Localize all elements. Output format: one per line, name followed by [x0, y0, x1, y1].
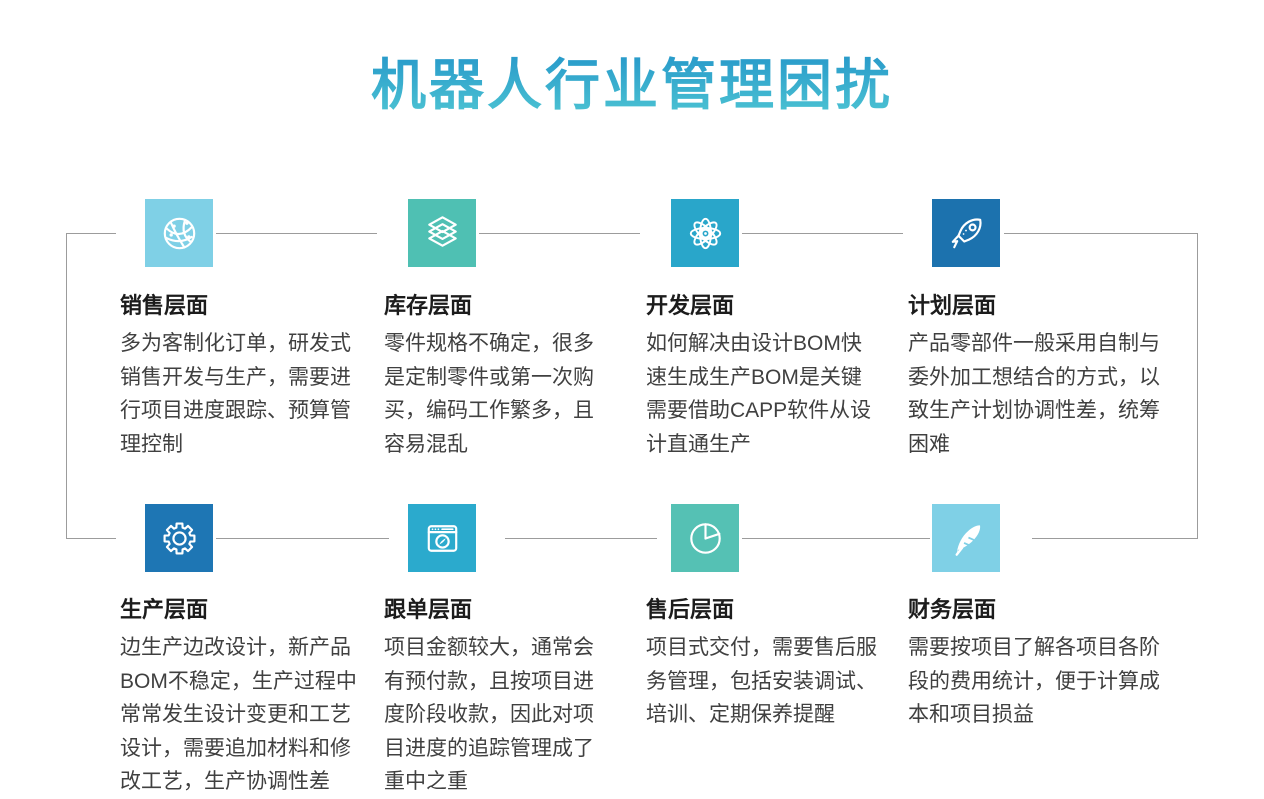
item-finance: 财务层面 需要按项目了解各项目各阶段的费用统计，便于计算成本和项目损益 — [908, 592, 1170, 732]
item-title: 开发层面 — [646, 293, 735, 318]
connector-line — [742, 233, 903, 234]
item-body: 如何解决由设计BOM快速生成生产BOM是关键需要借助CAPP软件从设计直通生产 — [646, 332, 872, 456]
connector-line — [1197, 233, 1198, 539]
connector-line — [216, 538, 389, 539]
connector-line — [1032, 538, 1197, 539]
item-after-sales: 售后层面 项目式交付，需要售后服务管理，包括安装调试、培训、定期保养提醒 — [646, 592, 882, 732]
inventory-icon-tile — [408, 199, 476, 267]
connector-line — [742, 538, 930, 539]
gear-icon — [163, 522, 195, 554]
item-planning: 计划层面 产品零部件一般采用自制与委外加工想结合的方式，以致生产计划协调性差，统… — [908, 288, 1170, 461]
after-sales-icon-tile — [671, 504, 739, 572]
item-title: 跟单层面 — [384, 597, 473, 622]
rocket-icon — [951, 217, 982, 248]
browser-compass-icon — [427, 524, 457, 552]
item-title: 售后层面 — [646, 597, 735, 622]
item-order-tracking: 跟单层面 项目金额较大，通常会有预付款，且按项目进度阶段收款，因此对项目进度的追… — [384, 592, 612, 799]
connector-line — [66, 538, 116, 539]
connector-line — [479, 233, 640, 234]
layers-icon — [427, 215, 457, 247]
pie-chart-icon — [689, 522, 721, 554]
connector-line — [216, 233, 377, 234]
item-title: 生产层面 — [120, 597, 209, 622]
item-body: 需要按项目了解各项目各阶段的费用统计，便于计算成本和项目损益 — [908, 636, 1160, 726]
item-development: 开发层面 如何解决由设计BOM快速生成生产BOM是关键需要借助CAPP软件从设计… — [646, 288, 882, 461]
connector-line — [1004, 233, 1197, 234]
item-inventory: 库存层面 零件规格不确定，很多是定制零件或第一次购买，编码工作繁多，且容易混乱 — [384, 288, 612, 461]
item-body: 边生产边改设计，新产品BOM不稳定，生产过程中常常发生设计变更和工艺设计，需要追… — [120, 636, 357, 793]
finance-icon-tile — [932, 504, 1000, 572]
development-icon-tile — [671, 199, 739, 267]
item-title: 库存层面 — [384, 293, 473, 318]
feather-icon — [955, 524, 980, 556]
connector-line — [66, 233, 67, 539]
production-icon-tile — [145, 504, 213, 572]
sales-icon-tile — [145, 199, 213, 267]
item-body: 多为客制化订单，研发式销售开发与生产，需要进行项目进度跟踪、预算管理控制 — [120, 332, 351, 456]
connector-line — [66, 233, 116, 234]
item-title: 财务层面 — [908, 597, 997, 622]
globe-network-icon — [163, 217, 195, 249]
item-body: 零件规格不确定，很多是定制零件或第一次购买，编码工作繁多，且容易混乱 — [384, 332, 594, 456]
item-production: 生产层面 边生产边改设计，新产品BOM不稳定，生产过程中常常发生设计变更和工艺设… — [120, 592, 364, 799]
atom-icon — [689, 217, 721, 249]
order-tracking-icon-tile — [408, 504, 476, 572]
planning-icon-tile — [932, 199, 1000, 267]
item-body: 项目式交付，需要售后服务管理，包括安装调试、培训、定期保养提醒 — [646, 636, 877, 726]
item-body: 产品零部件一般采用自制与委外加工想结合的方式，以致生产计划协调性差，统筹困难 — [908, 332, 1160, 456]
page-title: 机器人行业管理困扰 — [0, 40, 1264, 120]
connector-line — [505, 538, 657, 539]
item-title: 销售层面 — [120, 293, 209, 318]
item-sales: 销售层面 多为客制化订单，研发式销售开发与生产，需要进行项目进度跟踪、预算管理控… — [120, 288, 364, 461]
item-body: 项目金额较大，通常会有预付款，且按项目进度阶段收款，因此对项目进度的追踪管理成了… — [384, 636, 594, 793]
item-title: 计划层面 — [908, 293, 997, 318]
